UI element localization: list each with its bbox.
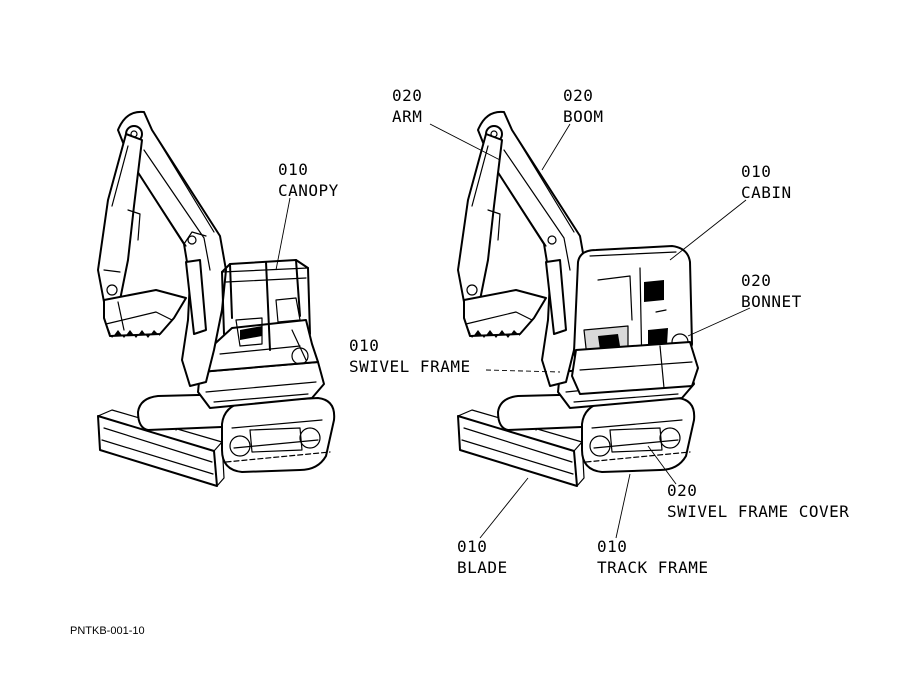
swivel-frame-code: 010	[349, 336, 379, 355]
boom-code: 020	[563, 86, 593, 105]
callout-track-frame: 010 TRACK FRAME	[597, 537, 708, 577]
bonnet-part	[571, 341, 699, 395]
callout-blade: 010 BLADE	[457, 537, 508, 577]
cabin-label: CABIN	[741, 183, 792, 202]
swivel-frame-label: SWIVEL FRAME	[349, 357, 471, 376]
callout-cabin: 010 CABIN	[741, 162, 792, 202]
figure-code: PNTKB-001-10	[70, 625, 145, 637]
arm-code: 020	[392, 86, 422, 105]
bonnet-label: BONNET	[741, 292, 802, 311]
blade-code: 010	[457, 537, 487, 556]
canopy-label: CANOPY	[278, 181, 339, 200]
callout-canopy: 010 CANOPY	[278, 160, 339, 200]
callout-swivel-frame-cover: 020 SWIVEL FRAME COVER	[667, 481, 849, 521]
swivel-frame-cover-label: SWIVEL FRAME COVER	[667, 502, 849, 521]
blade-label: BLADE	[457, 558, 508, 577]
callout-bonnet: 020 BONNET	[741, 271, 802, 311]
track-frame-label: TRACK FRAME	[597, 558, 708, 577]
bucket-part	[103, 289, 187, 338]
callout-boom: 020 BOOM	[563, 86, 604, 126]
excavator-cabin-illustration	[457, 110, 699, 487]
swivel-frame-cover-code: 020	[667, 481, 697, 500]
callout-arm: 020 ARM	[392, 86, 422, 126]
swivel-frame-part	[197, 319, 325, 409]
cabin-code: 010	[741, 162, 771, 181]
boom-part-right	[477, 110, 587, 387]
blade-part	[97, 397, 225, 487]
canopy-code: 010	[278, 160, 308, 179]
canopy-part	[221, 259, 311, 351]
arm-part	[97, 133, 143, 303]
arm-label: ARM	[392, 107, 422, 126]
leader-lines	[275, 123, 751, 539]
bonnet-code: 020	[741, 271, 771, 290]
track-frame-code: 010	[597, 537, 627, 556]
callout-swivel-frame: 010 SWIVEL FRAME	[349, 336, 471, 376]
arm-part-right	[457, 133, 503, 303]
bucket-part-right	[463, 289, 547, 338]
boom-part	[117, 110, 227, 387]
track-part	[137, 393, 336, 473]
boom-label: BOOM	[563, 107, 604, 126]
excavator-canopy-illustration	[97, 110, 336, 487]
